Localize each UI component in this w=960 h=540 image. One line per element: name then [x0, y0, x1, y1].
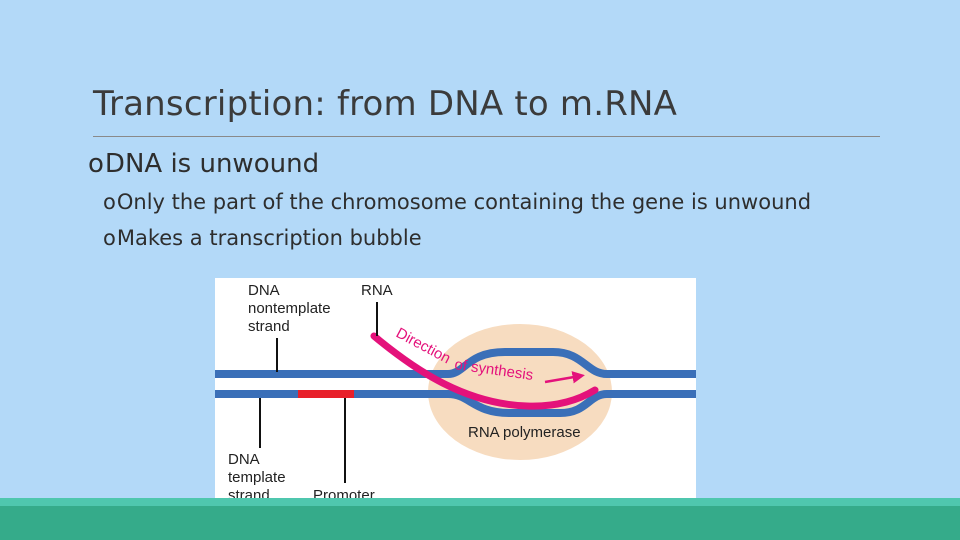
dna-nontemplate-strand: [215, 348, 696, 378]
bullet-text: DNA is unwound: [104, 149, 320, 179]
bullet-marker: o: [103, 226, 116, 250]
bullet-item: oDNA is unwound: [88, 149, 319, 179]
footer-stripe-light: [0, 498, 960, 506]
transcription-bubble-figure: DNA nontemplate strand RNA Direction of …: [215, 278, 696, 506]
label-nontemplate-2: nontemplate: [248, 300, 331, 317]
footer-stripe-dark: [0, 506, 960, 540]
bullet-text: Only the part of the chromosome containi…: [116, 190, 812, 214]
label-rna: RNA: [361, 282, 393, 299]
direction-arrow: [544, 371, 585, 384]
label-template-2: template: [228, 469, 286, 486]
bullet-text: Makes a transcription bubble: [116, 226, 422, 250]
bullet-item: oOnly the part of the chromosome contain…: [103, 190, 811, 214]
slide-title: Transcription: from DNA to m.RNA: [93, 84, 678, 124]
bullet-marker: o: [88, 149, 104, 179]
label-nontemplate-3: strand: [248, 318, 290, 335]
bullet-item: oMakes a transcription bubble: [103, 226, 422, 250]
rna-transcript: [370, 332, 599, 410]
transcription-diagram: DNA nontemplate strand RNA Direction of …: [215, 282, 696, 504]
dna-template-strand: [215, 390, 696, 417]
title-divider: [93, 136, 880, 137]
promoter-segment: [298, 390, 354, 398]
label-nontemplate-1: DNA: [248, 282, 280, 299]
label-template-1: DNA: [228, 451, 260, 468]
bullet-marker: o: [103, 190, 116, 214]
label-rna-polymerase: RNA polymerase: [468, 424, 581, 441]
